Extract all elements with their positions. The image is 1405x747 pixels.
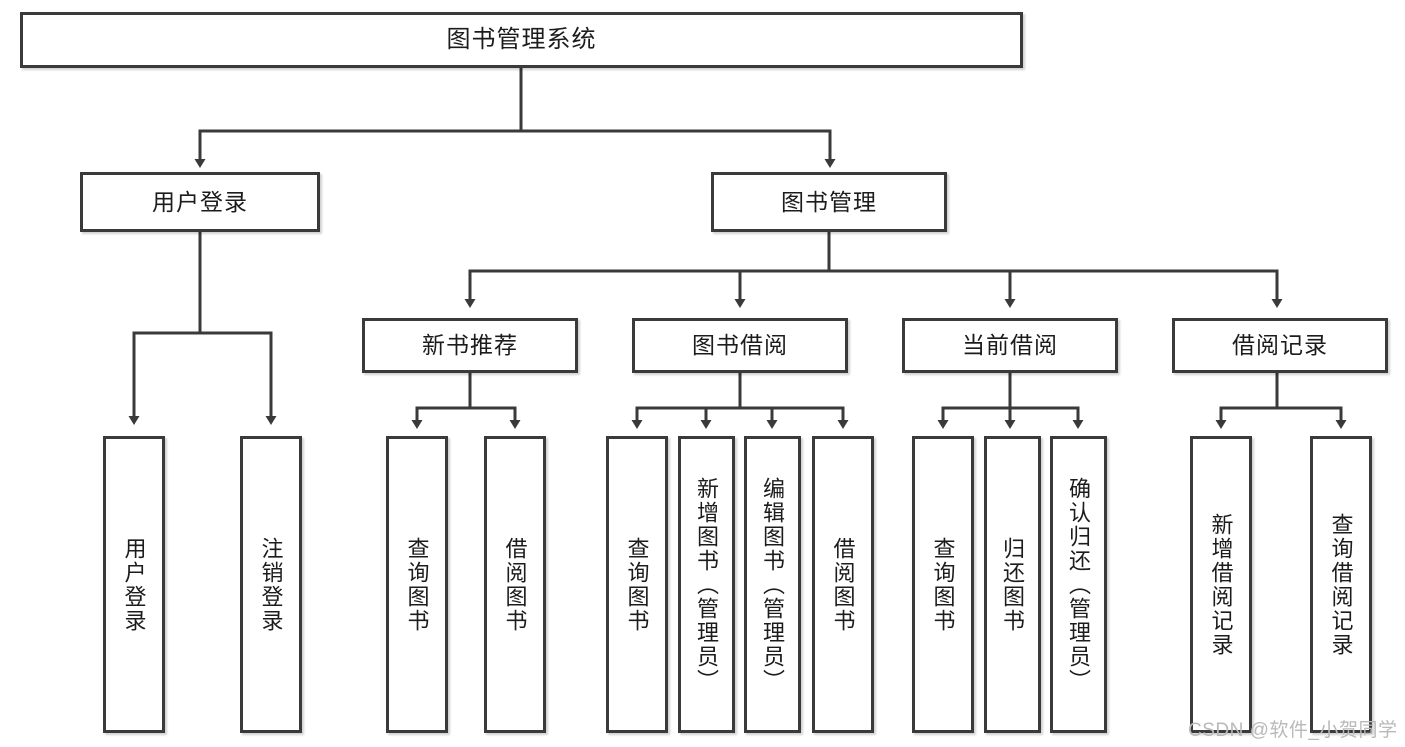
leaf-node[interactable]: 查询图书 bbox=[912, 436, 974, 733]
leaf-node[interactable]: 借阅图书 bbox=[812, 436, 874, 733]
leaf-node-label: 查询借阅记录 bbox=[1328, 512, 1354, 657]
leaf-node-label: 确认归还（管理员） bbox=[1066, 476, 1092, 693]
leaf-node-label: 新增图书（管理员） bbox=[694, 476, 720, 693]
leaf-node-label: 查询图书 bbox=[930, 536, 956, 633]
node-user-login[interactable]: 用户登录 bbox=[80, 172, 320, 232]
node-new-book-recommend-label: 新书推荐 bbox=[422, 332, 518, 359]
leaf-node-label: 归还图书 bbox=[1000, 536, 1026, 633]
leaf-node-label: 借阅图书 bbox=[830, 536, 856, 633]
node-user-login-label: 用户登录 bbox=[152, 188, 248, 215]
node-root-label: 图书管理系统 bbox=[446, 26, 597, 53]
leaf-node-label: 查询图书 bbox=[624, 536, 650, 633]
leaf-node[interactable]: 归还图书 bbox=[984, 436, 1041, 733]
leaf-node[interactable]: 新增图书（管理员） bbox=[678, 436, 735, 733]
node-new-book-recommend[interactable]: 新书推荐 bbox=[362, 318, 578, 373]
node-root[interactable]: 图书管理系统 bbox=[20, 12, 1023, 68]
leaf-node[interactable]: 注销登录 bbox=[240, 436, 302, 733]
leaf-node[interactable]: 借阅图书 bbox=[484, 436, 546, 733]
node-book-borrow-label: 图书借阅 bbox=[692, 332, 788, 359]
node-book-management-label: 图书管理 bbox=[781, 188, 877, 215]
leaf-node-label: 借阅图书 bbox=[502, 536, 528, 633]
leaf-node-label: 用户登录 bbox=[121, 536, 147, 633]
node-borrow-record-label: 借阅记录 bbox=[1232, 332, 1328, 359]
node-current-borrow-label: 当前借阅 bbox=[962, 332, 1058, 359]
leaf-node[interactable]: 编辑图书（管理员） bbox=[744, 436, 801, 733]
leaf-node-label: 新增借阅记录 bbox=[1208, 512, 1234, 657]
leaf-node[interactable]: 查询借阅记录 bbox=[1310, 436, 1372, 733]
node-book-borrow[interactable]: 图书借阅 bbox=[632, 318, 848, 373]
leaf-node-label: 编辑图书（管理员） bbox=[760, 476, 786, 693]
leaf-node[interactable]: 用户登录 bbox=[103, 436, 165, 733]
leaf-node-label: 注销登录 bbox=[258, 536, 284, 633]
leaf-node[interactable]: 查询图书 bbox=[386, 436, 448, 733]
watermark-text: CSDN @软件_小贺同学 bbox=[1188, 720, 1398, 741]
leaf-node[interactable]: 确认归还（管理员） bbox=[1050, 436, 1107, 733]
node-current-borrow[interactable]: 当前借阅 bbox=[902, 318, 1118, 373]
node-book-management[interactable]: 图书管理 bbox=[711, 172, 947, 232]
leaf-node[interactable]: 查询图书 bbox=[606, 436, 668, 733]
leaf-node[interactable]: 新增借阅记录 bbox=[1190, 436, 1252, 733]
leaf-node-label: 查询图书 bbox=[404, 536, 430, 633]
node-borrow-record[interactable]: 借阅记录 bbox=[1172, 318, 1388, 373]
